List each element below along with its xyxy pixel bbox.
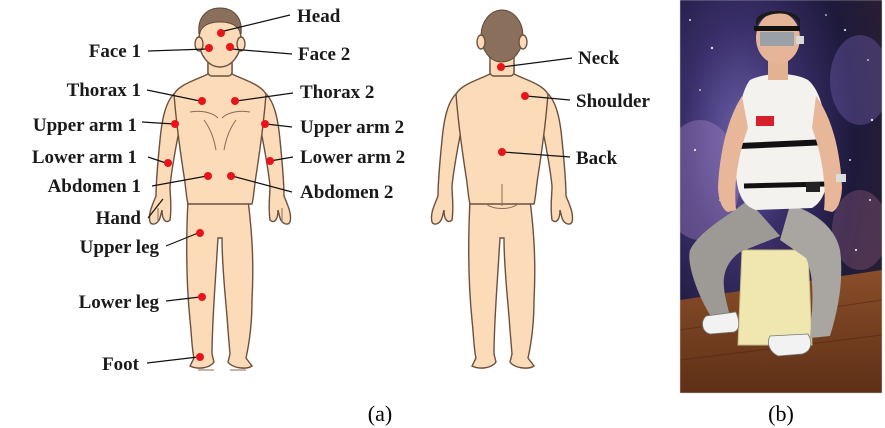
label-abdomen1: Abdomen 1 — [48, 176, 141, 197]
marker-abdomen2 — [227, 172, 235, 180]
marker-upper-arm1 — [171, 120, 179, 128]
marker-upper-leg — [196, 229, 204, 237]
marker-back — [498, 148, 506, 156]
marker-face2 — [226, 43, 234, 51]
label-lower-leg: Lower leg — [79, 292, 160, 313]
back-labels: Neck Shoulder Back — [576, 48, 650, 169]
marker-foot — [196, 353, 204, 361]
caption-a: (a) — [368, 401, 392, 426]
label-neck: Neck — [578, 48, 620, 69]
label-abdomen2: Abdomen 2 — [300, 182, 393, 203]
marker-thorax1 — [198, 97, 206, 105]
marker-shoulder — [521, 92, 529, 100]
label-hand: Hand — [96, 208, 142, 229]
label-upper-leg: Upper leg — [80, 237, 160, 258]
label-face2: Face 2 — [298, 44, 350, 65]
marker-abdomen1 — [204, 172, 212, 180]
marker-neck — [497, 63, 505, 71]
seated-person-wearing-sensors-photo — [660, 0, 885, 393]
marker-lower-leg — [198, 293, 206, 301]
label-lower-arm2: Lower arm 2 — [300, 147, 405, 168]
label-foot: Foot — [102, 354, 140, 375]
caption-b: (b) — [768, 401, 794, 426]
marker-lower-arm2 — [266, 157, 274, 165]
label-head: Head — [297, 6, 341, 27]
label-upper-arm2: Upper arm 2 — [300, 117, 404, 138]
label-face1: Face 1 — [89, 41, 141, 62]
marker-lower-arm1 — [164, 159, 172, 167]
label-thorax1: Thorax 1 — [67, 80, 141, 101]
marker-thorax2 — [231, 97, 239, 105]
marker-face1 — [205, 44, 213, 52]
label-back: Back — [576, 148, 618, 169]
marker-head — [217, 29, 225, 37]
label-upper-arm1: Upper arm 1 — [33, 115, 137, 136]
label-thorax2: Thorax 2 — [300, 82, 374, 103]
marker-upper-arm2 — [261, 120, 269, 128]
label-shoulder: Shoulder — [576, 91, 650, 112]
label-lower-arm1: Lower arm 1 — [32, 147, 137, 168]
front-body-figure — [149, 8, 290, 370]
